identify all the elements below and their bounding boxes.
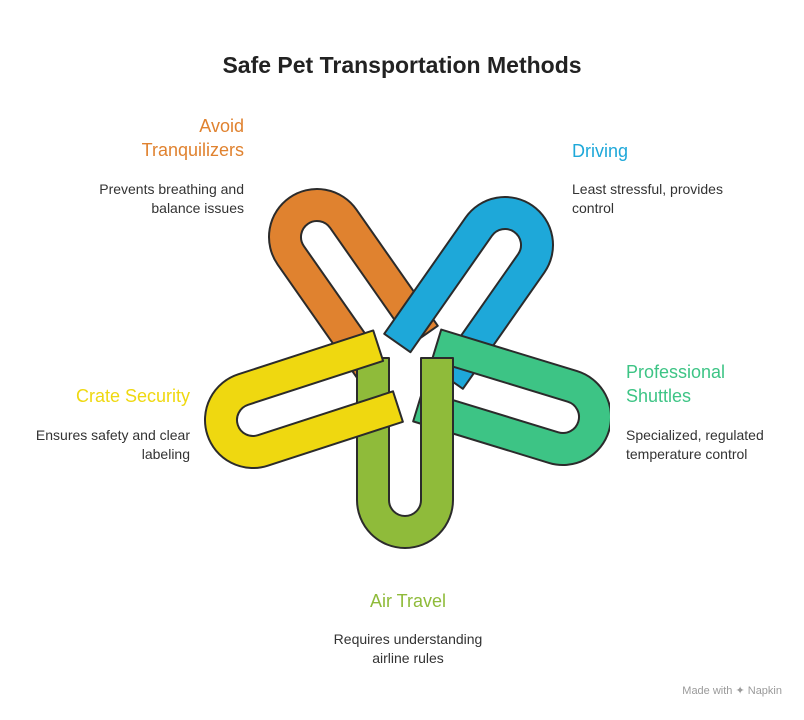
napkin-watermark: Made with ✦ Napkin bbox=[682, 685, 782, 697]
crate-security-loop bbox=[204, 329, 404, 469]
air-travel-loop bbox=[356, 357, 454, 549]
diagram-title: Safe Pet Transportation Methods bbox=[222, 52, 582, 78]
crate-security-description: Ensures safety and clear labeling bbox=[10, 426, 190, 464]
avoid-tranquilizers-heading: Avoid Tranquilizers bbox=[40, 114, 244, 162]
crate-security-desc-line-1: Ensures safety and clear bbox=[35, 427, 190, 443]
professional-shuttles-heading: Professional Shuttles bbox=[626, 360, 796, 408]
professional-shuttles-heading-line-2: Shuttles bbox=[626, 386, 692, 406]
professional-shuttles-desc-line-1: Specialized, regulated bbox=[626, 427, 764, 443]
avoid-tranquilizers-heading-line-1: Avoid bbox=[199, 116, 244, 136]
crate-security-heading: Crate Security bbox=[20, 384, 190, 408]
driving-description: Least stressful, provides control bbox=[572, 180, 772, 218]
avoid-tranquilizers-description: Prevents breathing and balance issues bbox=[40, 180, 244, 218]
professional-shuttles-loop bbox=[412, 328, 610, 466]
driving-heading: Driving bbox=[572, 139, 772, 163]
air-travel-desc-line-1: Requires understanding bbox=[333, 631, 483, 647]
crate-security-desc-line-2: labeling bbox=[141, 446, 190, 462]
driving-desc-line-2: control bbox=[572, 200, 615, 216]
interlocked-loops-diagram bbox=[204, 188, 610, 549]
driving-heading-line-1: Driving bbox=[572, 141, 629, 161]
avoid-tranquilizers-heading-line-2: Tranquilizers bbox=[141, 140, 244, 160]
driving-desc-line-1: Least stressful, provides bbox=[572, 181, 723, 197]
air-travel-description: Requires understanding airline rules bbox=[298, 630, 518, 668]
professional-shuttles-description: Specialized, regulated temperature contr… bbox=[626, 426, 796, 464]
avoid-tranquilizers-desc-line-2: balance issues bbox=[151, 200, 244, 216]
air-travel-heading-line-1: Air Travel bbox=[369, 591, 447, 611]
professional-shuttles-heading-line-1: Professional bbox=[626, 362, 726, 382]
crate-security-heading-line-1: Crate Security bbox=[75, 386, 190, 406]
avoid-tranquilizers-desc-line-1: Prevents breathing and bbox=[99, 181, 244, 197]
air-travel-desc-line-2: airline rules bbox=[372, 650, 444, 666]
professional-shuttles-desc-line-2: temperature control bbox=[626, 446, 748, 462]
air-travel-heading: Air Travel bbox=[308, 589, 508, 613]
